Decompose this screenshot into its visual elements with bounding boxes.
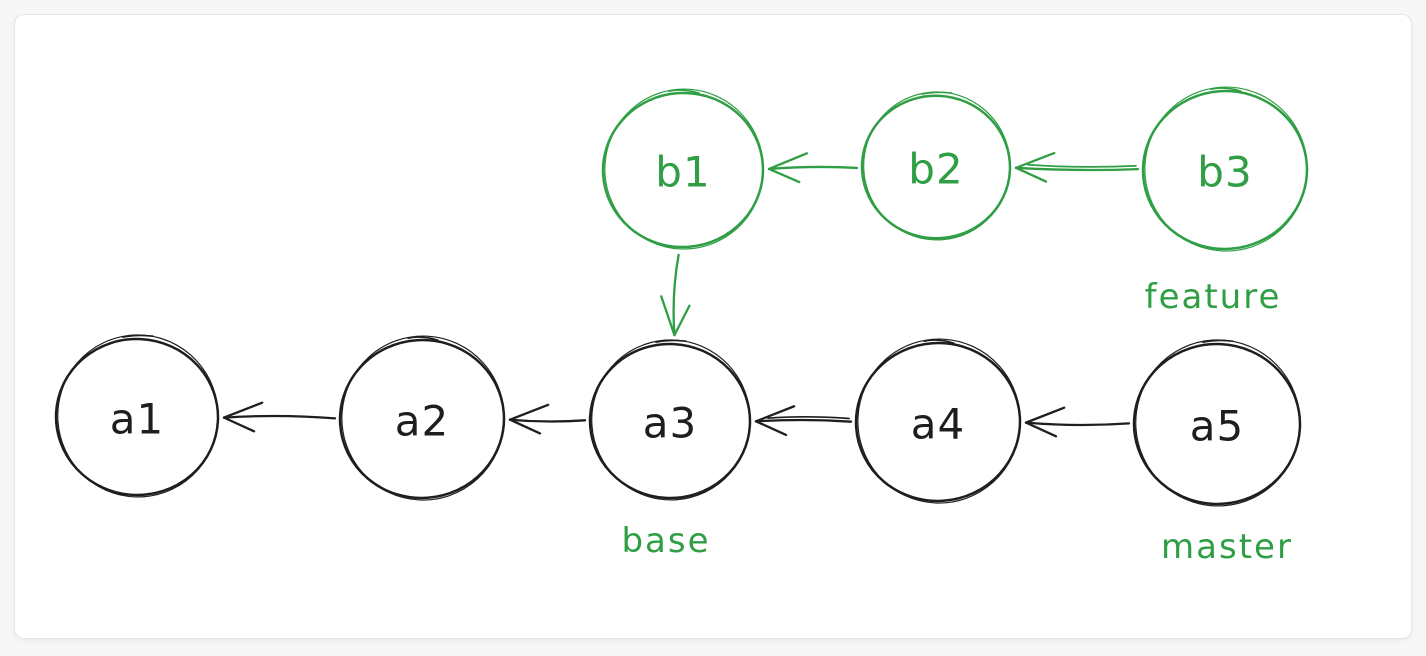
commit-node-a1: a1 (54, 334, 220, 498)
arrowhead-stroke (1014, 151, 1056, 169)
sketch-tick (655, 339, 687, 343)
arrowhead-stroke (754, 420, 788, 437)
commit-node-b3: b3 (1141, 86, 1309, 252)
commit-node-a3: a3 (588, 339, 752, 501)
sketch-tick (407, 336, 439, 342)
parent-arrow-a2-to-a1 (222, 401, 337, 433)
branch-label-master: master (1161, 527, 1293, 567)
commit-label-b2: b2 (908, 145, 963, 194)
double-stroke (1027, 163, 1137, 168)
arrowhead-stroke (754, 405, 796, 423)
commit-circle-sketch-overlap (341, 335, 505, 501)
branch-label-base: base (621, 521, 710, 561)
arrowhead-stroke (1014, 166, 1048, 183)
arrowhead-stroke (673, 304, 691, 337)
arrowhead-stroke (660, 295, 676, 337)
commit-node-a4: a4 (854, 338, 1022, 504)
commit-label-b1: b1 (655, 148, 710, 197)
commit-label-a4: a4 (911, 400, 965, 449)
commit-label-a2: a2 (395, 397, 449, 446)
branch-label-feature: feature (1145, 277, 1282, 317)
parent-arrow-b3-to-b2 (1014, 151, 1140, 183)
commit-node-b1: b1 (601, 88, 765, 250)
parent-arrow-a4-to-a3 (754, 405, 853, 437)
sketch-tick (668, 89, 700, 94)
commit-label-b3: b3 (1197, 148, 1252, 197)
sketch-tick (923, 339, 955, 345)
arrowhead-stroke (1024, 406, 1066, 424)
parent-arrow-b2-to-b1 (767, 152, 859, 184)
arrowhead-stroke (1024, 421, 1058, 438)
parent-arrow-b1-to-a3 (660, 253, 691, 337)
sketch-tick (921, 91, 953, 95)
commit-circle-sketch-overlap (1144, 86, 1308, 252)
parent-arrow-a3-to-a2 (508, 403, 587, 435)
arrowhead-stroke (767, 167, 801, 184)
arrowhead-stroke (222, 401, 264, 419)
commit-circle-sketch-overlap (857, 338, 1021, 504)
commit-label-a3: a3 (643, 399, 697, 448)
commit-node-a2: a2 (338, 335, 506, 501)
commit-node-a5: a5 (1132, 339, 1302, 507)
double-stroke (767, 415, 850, 420)
sketch-tick (122, 334, 154, 339)
arrowhead-stroke (508, 418, 542, 435)
arrowhead-stroke (222, 416, 256, 433)
arrowhead-stroke (508, 403, 550, 421)
arrowhead-stroke (767, 152, 809, 171)
drawing-canvas (14, 14, 1412, 639)
parent-arrow-a5-to-a4 (1024, 406, 1131, 438)
sketch-tick (1210, 87, 1242, 93)
commit-label-a1: a1 (110, 395, 164, 444)
commit-label-a5: a5 (1190, 402, 1244, 451)
commit-node-b2: b2 (860, 91, 1012, 241)
sketch-tick (1202, 339, 1234, 344)
commit-circle-sketch-overlap (604, 88, 764, 250)
